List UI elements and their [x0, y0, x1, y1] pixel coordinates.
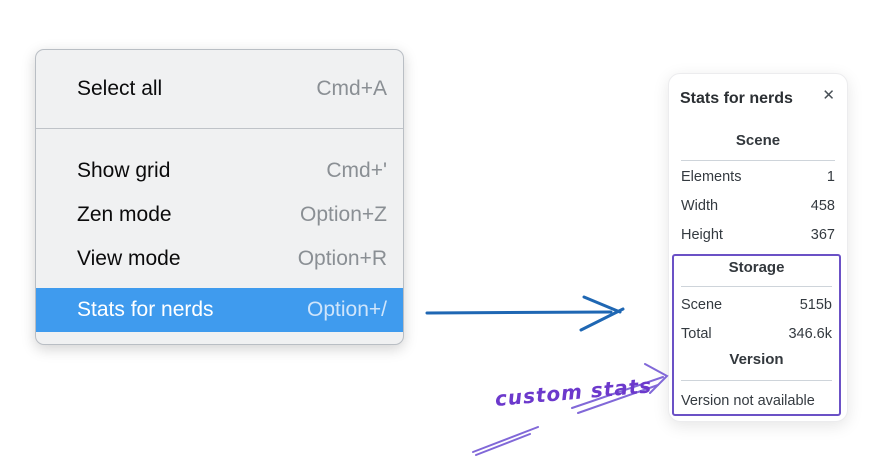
stat-row-height: Height 367	[681, 220, 835, 249]
section-divider	[681, 160, 835, 161]
stats-panel-title: Stats for nerds	[680, 90, 793, 107]
section-divider	[681, 286, 832, 287]
blue-arrow	[425, 295, 625, 332]
custom-stats-annotation-box: Storage Scene 515b Total 346.6k Version …	[672, 254, 841, 416]
version-note: Version not available	[681, 393, 815, 409]
stat-label: Width	[681, 197, 719, 214]
stat-label: Height	[681, 226, 723, 243]
menu-item-shortcut: Cmd+'	[326, 159, 387, 182]
section-heading-storage: Storage	[728, 259, 785, 276]
stats-panel: Stats for nerds ✕ Scene Elements 1 Width…	[668, 73, 848, 422]
menu-item-view-mode[interactable]: View mode Option+R	[36, 238, 403, 280]
menu-item-stats-for-nerds[interactable]: Stats for nerds Option+/	[36, 288, 403, 332]
menu-item-shortcut: Cmd+A	[316, 77, 387, 100]
stat-row-storage-total: Total 346.6k	[681, 319, 832, 348]
context-menu: Select all Cmd+A Show grid Cmd+' Zen mod…	[35, 49, 404, 345]
section-heading-scene: Scene	[735, 132, 781, 149]
menu-item-label: Stats for nerds	[77, 298, 214, 321]
menu-item-show-grid[interactable]: Show grid Cmd+'	[36, 150, 403, 192]
stat-row-storage-scene: Scene 515b	[681, 290, 832, 319]
stat-row-width: Width 458	[681, 191, 835, 220]
section-heading-version: Version	[729, 351, 784, 368]
stat-value: 458	[810, 197, 835, 214]
stat-row-elements: Elements 1	[681, 162, 835, 191]
stat-label: Scene	[681, 296, 723, 313]
menu-item-label: Zen mode	[77, 203, 172, 226]
stat-value: 367	[810, 226, 835, 243]
menu-item-select-all[interactable]: Select all Cmd+A	[36, 50, 403, 128]
close-icon[interactable]: ✕	[822, 87, 835, 104]
menu-divider	[36, 128, 403, 129]
menu-item-shortcut: Option+R	[297, 247, 387, 270]
menu-item-shortcut: Option+Z	[300, 203, 387, 226]
menu-item-zen-mode[interactable]: Zen mode Option+Z	[36, 194, 403, 236]
custom-stats-annotation-label: custom stats	[493, 373, 653, 411]
stat-value: 515b	[799, 296, 832, 313]
stat-label: Elements	[681, 168, 742, 185]
stat-label: Total	[681, 325, 712, 342]
menu-item-shortcut: Option+/	[307, 298, 387, 321]
menu-item-label: View mode	[77, 247, 181, 270]
stat-value: 1	[826, 168, 835, 185]
menu-item-label: Show grid	[77, 159, 171, 182]
stat-value: 346.6k	[788, 325, 832, 342]
menu-item-label: Select all	[77, 77, 163, 100]
section-divider	[681, 380, 832, 381]
